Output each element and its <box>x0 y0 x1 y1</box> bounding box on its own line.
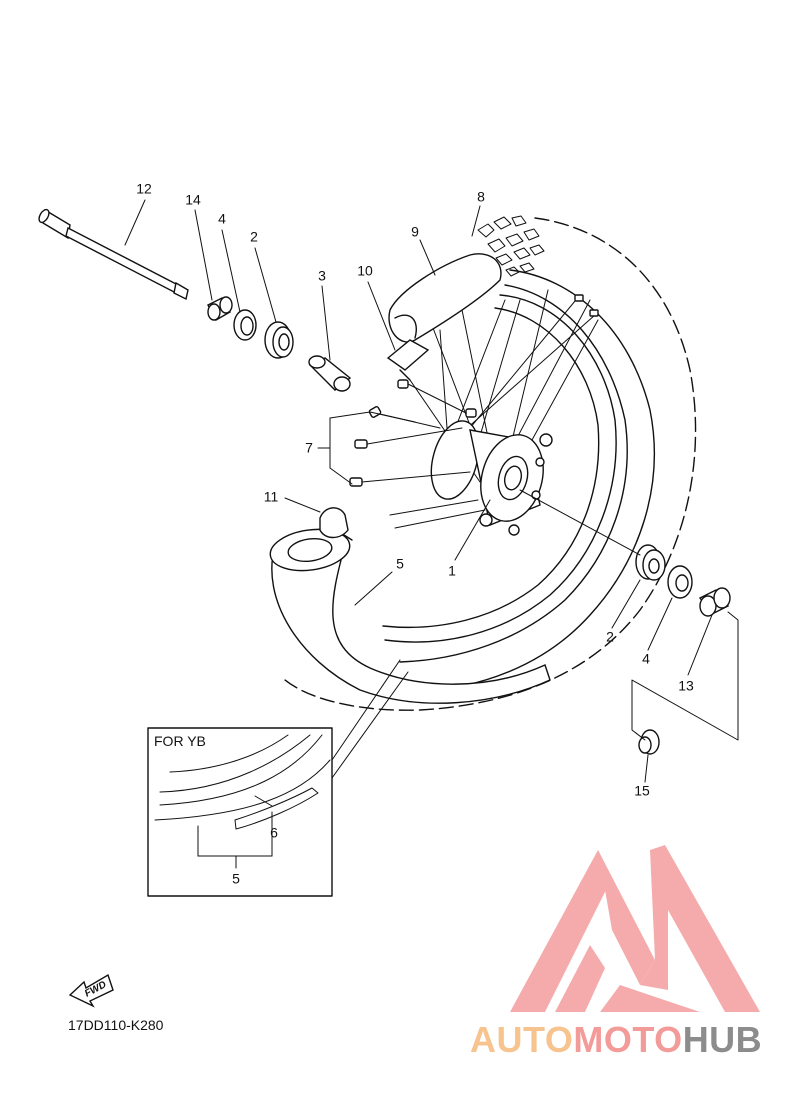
wheel-rim <box>382 294 617 643</box>
spacer <box>308 355 352 392</box>
right-oil-seal <box>667 565 693 599</box>
rim-lock-band <box>388 253 502 343</box>
callout-7: 7 <box>305 440 313 456</box>
inner-tube <box>269 528 551 704</box>
wheel-axle <box>38 208 189 301</box>
callout-8: 8 <box>477 189 485 205</box>
callout-4-right: 4 <box>642 651 650 667</box>
callout-5: 5 <box>396 556 404 572</box>
left-bearing <box>264 321 294 359</box>
callout-14: 14 <box>185 192 201 208</box>
callout-6: 6 <box>270 825 278 841</box>
rim-lock <box>386 339 430 381</box>
left-oil-seal <box>233 309 257 341</box>
valve-nut <box>319 507 353 541</box>
inset-title: FOR YB <box>154 733 206 749</box>
callout-2-right: 2 <box>606 629 614 645</box>
spoke-nipples <box>349 294 599 487</box>
watermark-logo-icon <box>510 845 760 1012</box>
callout-1: 1 <box>448 563 456 579</box>
callout-11: 11 <box>264 489 279 505</box>
watermark-hub: HUB <box>682 1019 763 1060</box>
right-collar <box>698 587 731 617</box>
callout-9: 9 <box>411 224 419 240</box>
wheel-hub <box>430 420 553 536</box>
callout-4-left: 4 <box>218 211 226 227</box>
wheel-nut <box>638 729 660 755</box>
diagram-code: 17DD110-K280 <box>68 1017 164 1033</box>
left-collar <box>207 296 233 321</box>
inset-for-yb: FOR YB 6 5 <box>147 727 333 897</box>
watermark-auto: AUTO <box>470 1019 574 1060</box>
callout-10: 10 <box>357 263 373 279</box>
callout-2-left: 2 <box>250 229 258 245</box>
callouts: 1 2 2 3 4 4 5 7 8 9 10 11 12 13 14 15 <box>136 181 694 799</box>
right-bearing <box>635 544 666 581</box>
leader-lines <box>124 199 739 783</box>
callout-3: 3 <box>318 268 326 284</box>
watermark-text: AUTOMOTOHUB <box>470 1018 762 1062</box>
callout-15: 15 <box>634 783 650 799</box>
callout-13: 13 <box>678 678 694 694</box>
callout-5-inset: 5 <box>232 871 240 887</box>
callout-12: 12 <box>136 181 152 197</box>
watermark-moto: MOTO <box>573 1019 683 1060</box>
forward-arrow-icon: FWD <box>68 973 114 1008</box>
tire-tread <box>477 215 545 277</box>
